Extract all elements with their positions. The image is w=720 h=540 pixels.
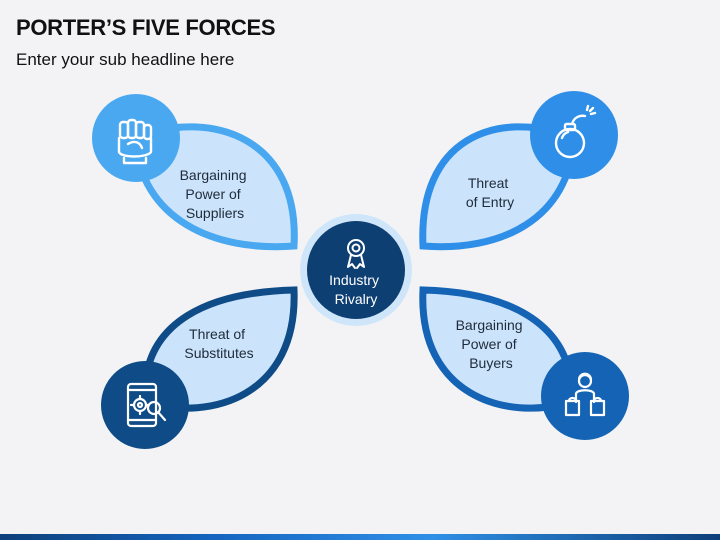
icon-circle-suppliers	[92, 94, 180, 182]
force-label-suppliers: Bargaining Power of Suppliers	[180, 167, 251, 221]
center-industry-rivalry: Industry Rivalry	[300, 214, 412, 326]
page-subtitle: Enter your sub headline here	[16, 50, 235, 69]
force-suppliers: Bargaining Power of Suppliers	[92, 94, 298, 251]
page-title: PORTER’S FIVE FORCES	[16, 15, 276, 40]
center-circle	[307, 221, 405, 319]
bomb-icon	[554, 104, 597, 159]
force-label-entry: Threat of Entry	[466, 175, 514, 210]
force-buyers: Bargaining Power of Buyers	[419, 286, 629, 440]
fist-icon	[117, 118, 153, 165]
award-ribbon-icon	[347, 239, 365, 269]
buyer-with-bags-icon	[564, 372, 606, 417]
force-entry: Threat of Entry	[419, 91, 618, 251]
force-label-buyers: Bargaining Power of Buyers	[456, 317, 527, 371]
force-label-substitutes: Threat of Substitutes	[184, 326, 253, 361]
icon-circle-entry	[530, 91, 618, 179]
phone-gear-search-icon	[126, 382, 167, 428]
bottom-accent-bar	[0, 534, 720, 540]
force-substitutes: Threat of Substitutes	[101, 286, 298, 449]
icon-circle-buyers	[541, 352, 629, 440]
center-label: Industry Rivalry	[329, 272, 383, 307]
